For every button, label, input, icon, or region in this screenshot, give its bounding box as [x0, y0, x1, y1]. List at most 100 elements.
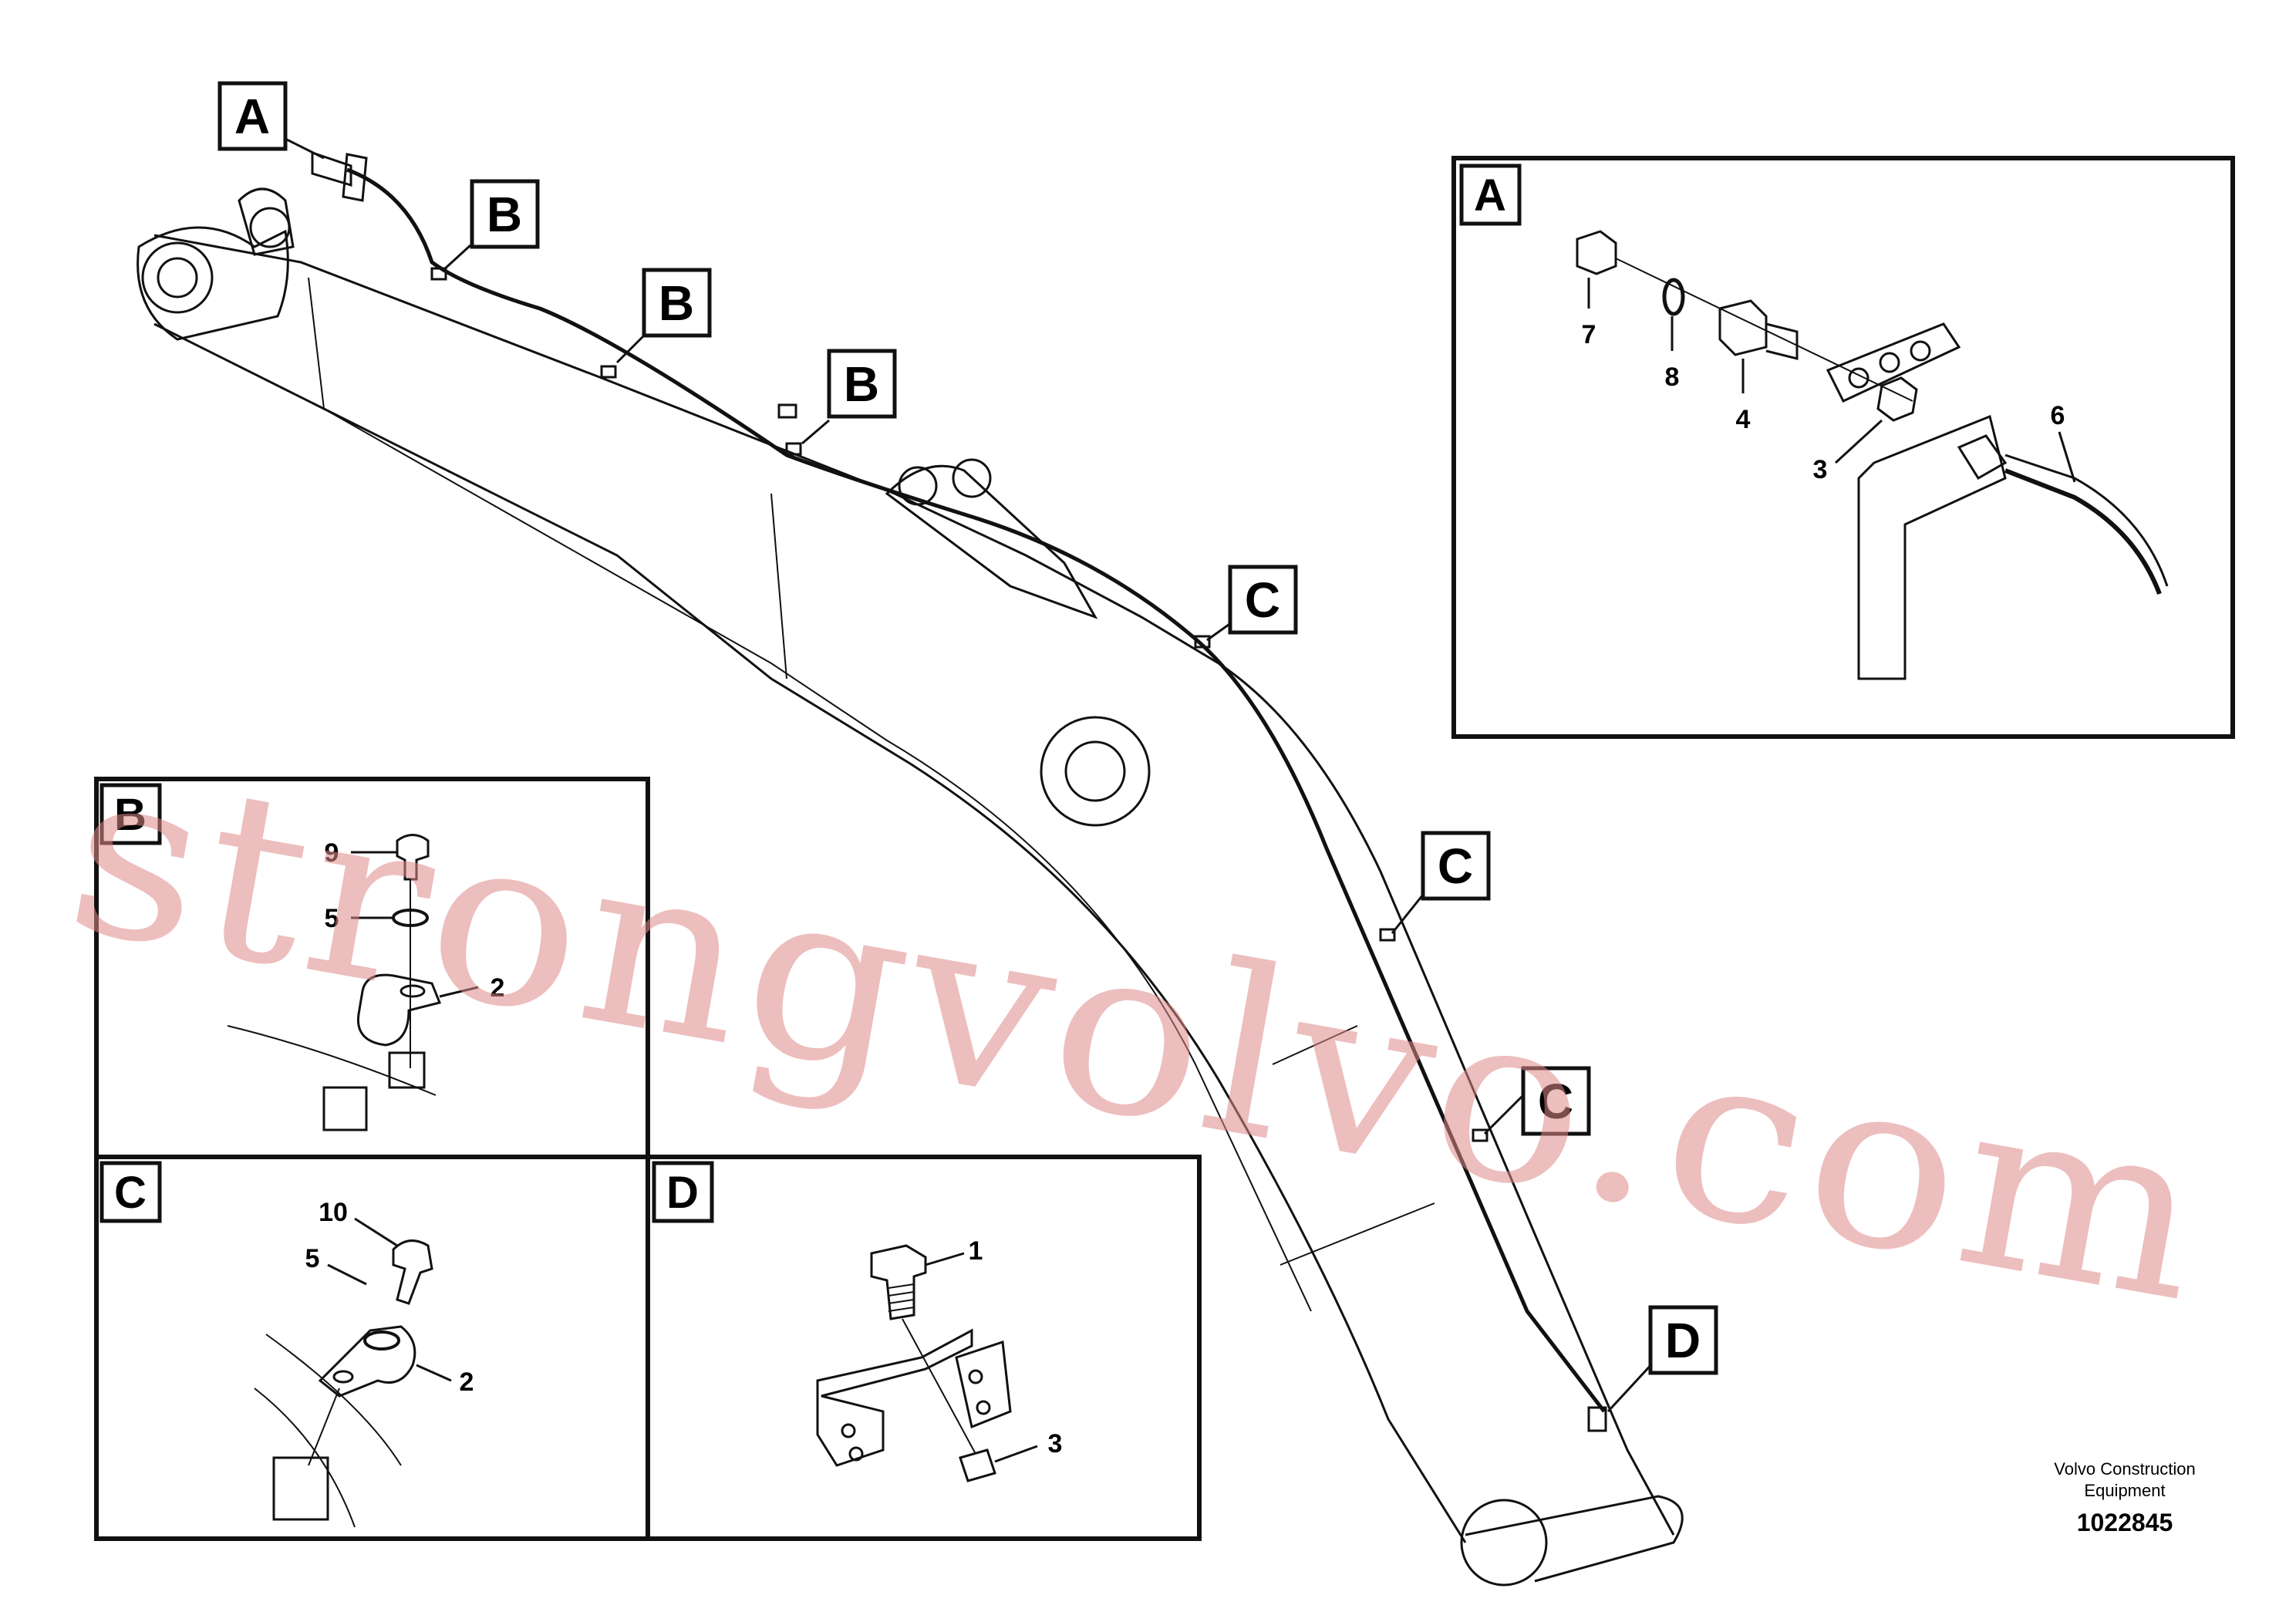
part-number-4: 4: [1736, 405, 1751, 434]
hose-clamp-icon: [356, 973, 442, 1047]
leader-line: [354, 1217, 398, 1247]
callout-box-b: [827, 349, 897, 419]
callout-box-b: [470, 179, 540, 249]
bracket-hole: [1879, 352, 1900, 373]
callout-box-c: [1521, 1066, 1591, 1136]
bracket-hole: [1910, 340, 1931, 362]
part-number-3: 3: [1813, 455, 1828, 484]
clamp-block: [1379, 928, 1396, 942]
detail-b-title-box: [99, 783, 162, 845]
boom-top-edge: [153, 234, 1675, 1536]
detail-a-drawing: [1576, 230, 2169, 680]
hose-body-icon: [2004, 468, 2162, 595]
bracket-pin-2: [952, 458, 992, 498]
clamp-hole: [332, 1370, 354, 1384]
boom-center-pivot: [1040, 716, 1151, 827]
lock-nut-icon: [1876, 376, 1918, 422]
clamp-block: [1587, 1406, 1607, 1432]
clamp-block: [430, 267, 447, 281]
leader-line: [285, 137, 325, 160]
detail-a-frame: [1451, 156, 2235, 739]
leader-line: [439, 986, 479, 998]
leader-line: [994, 1445, 1038, 1463]
mounting-bracket-icon: [816, 1328, 973, 1467]
cylinder-bracket: [885, 464, 1098, 619]
detail-c-title: C: [114, 1168, 147, 1218]
cap-nut-icon: [1576, 230, 1617, 275]
clamp-block: [785, 442, 802, 456]
boom-bottom-edge: [153, 322, 1467, 1543]
leader-line: [1607, 1360, 1656, 1413]
callout-box-a: [217, 81, 288, 151]
part-number-9: 9: [325, 838, 339, 868]
detail-d-drawing: [816, 1244, 1012, 1482]
callout-labels: A B B B C C C D: [217, 81, 1718, 1413]
clamp-block: [1472, 1128, 1489, 1142]
weld-block-icon: [388, 1051, 426, 1089]
boom-tip-end: [1465, 1495, 1684, 1583]
clamp-block: [1194, 635, 1211, 649]
callout-label-c: C: [1245, 572, 1280, 628]
part-number-10: 10: [319, 1198, 348, 1227]
washer-icon: [363, 1330, 400, 1351]
assembly-axis: [308, 1388, 340, 1466]
detail-c-title-box: [99, 1161, 162, 1223]
leader-line: [615, 334, 646, 364]
detail-panel-b: B 9 5 2: [94, 777, 650, 1159]
detail-panel-a: A 7 8 4 3 6: [1451, 156, 2235, 739]
part-number-8: 8: [1665, 363, 1680, 392]
callout-box-b: [642, 268, 712, 338]
detail-b-part-labels: 9 5 2: [325, 838, 505, 1003]
clamp-block: [600, 365, 617, 379]
detail-d-title: D: [666, 1168, 699, 1218]
boom-foot-pin: [141, 241, 214, 314]
bolt-icon: [870, 1244, 927, 1320]
leader-line: [442, 244, 472, 271]
brand-line-2: Equipment: [2084, 1481, 2165, 1500]
leader-line: [1391, 894, 1424, 934]
boom-tip-pin: [1460, 1499, 1548, 1587]
leader-line: [416, 1364, 452, 1382]
watermark: strongvolvo.com: [52, 714, 2226, 1354]
boom-top-lug: [238, 187, 295, 256]
mounting-bracket-icon: [1826, 322, 2007, 680]
detail-b-title: B: [114, 790, 147, 840]
boom-foot-pin-inner: [157, 257, 198, 298]
seal-ring-icon: [1662, 278, 1685, 316]
callout-box-d: [1648, 1305, 1718, 1375]
detail-a-title: A: [1474, 170, 1506, 221]
boom-center-pivot-inner: [1064, 740, 1126, 802]
leader-line: [1834, 419, 1883, 464]
part-number-6: 6: [2051, 401, 2065, 430]
detail-c-drawing: [254, 1239, 433, 1528]
bracket-pin-1: [898, 466, 938, 506]
detail-d-frame: [646, 1155, 1202, 1541]
drawing-number: 1022845: [2077, 1509, 2173, 1536]
boom-side-line: [323, 408, 1312, 1312]
bracket-hole: [841, 1423, 856, 1438]
callout-label-b: B: [844, 356, 879, 412]
callout-label-b: B: [659, 275, 694, 331]
part-number-7: 7: [1582, 320, 1596, 349]
part-number-5: 5: [325, 904, 339, 933]
callout-label-b: B: [487, 187, 522, 242]
footer: Volvo Construction Equipment 1022845: [2054, 1459, 2195, 1536]
callout-label-c: C: [1538, 1074, 1573, 1129]
callout-box-c: [1421, 831, 1491, 901]
bracket-plate-icon: [955, 1340, 1012, 1429]
leader-line: [2058, 431, 2076, 483]
assembly-axis: [902, 1318, 976, 1455]
clamp-hole: [400, 984, 426, 998]
part-number-2: 2: [460, 1367, 474, 1397]
adapter-fitting-icon: [1718, 299, 1799, 360]
detail-c-part-labels: 10 5 2: [305, 1198, 474, 1397]
clamp-block: [777, 403, 797, 419]
nut-icon: [959, 1448, 996, 1482]
bracket-hole: [1848, 367, 1870, 389]
boom-side-line-2: [308, 277, 1435, 1266]
detail-b-drawing: [227, 834, 442, 1131]
boom-foot: [137, 226, 289, 341]
hose-end-icon: [1957, 434, 2169, 587]
part-number-3: 3: [1048, 1429, 1063, 1458]
